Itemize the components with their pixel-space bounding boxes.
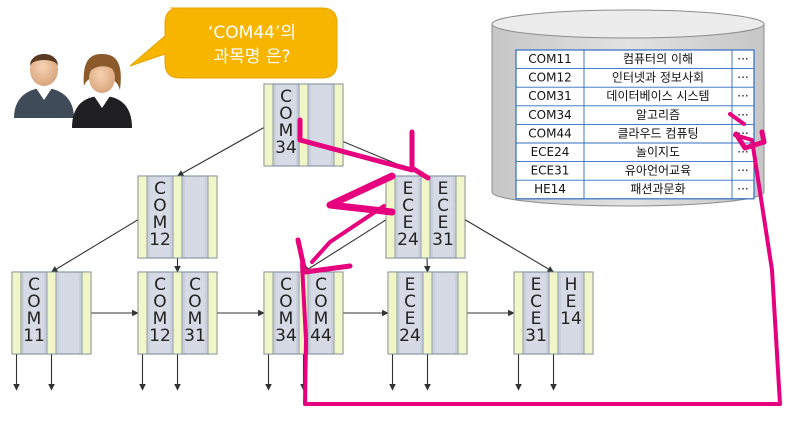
table-row: COM12 인터넷과 정보사회 ··· <box>516 68 754 85</box>
question-bubble: ‘COM44’의 과목명 은? <box>129 7 338 79</box>
table-cell-name: 데이터베이스 시스템 <box>606 89 709 103</box>
table-cell-code: ECE24 <box>531 145 570 159</box>
pointer-arrow <box>176 124 269 177</box>
table-row: ECE24 놀이지도 ··· <box>516 142 754 159</box>
table-cell-name: 인터넷과 정보사회 <box>612 71 704 85</box>
pointer-slot <box>207 271 218 355</box>
table-cell-name: 놀이지도 <box>636 145 680 159</box>
pointer-slot <box>207 175 218 259</box>
table-cell-name: 알고리즘 <box>636 108 680 122</box>
pointer-slot <box>548 271 559 355</box>
table-cell-name: 컴퓨터의 이해 <box>623 52 693 66</box>
pointer-slot <box>583 271 594 355</box>
question-line-1: ‘COM44’의 <box>208 23 296 43</box>
table-cell-code: COM11 <box>528 52 571 66</box>
pointer-arrow <box>460 216 555 273</box>
table-row: ECE31 유아언어교육 ··· <box>516 161 754 178</box>
table-cell-more: ··· <box>737 164 748 178</box>
table-row: COM44 클라우드 컴퓨팅 ··· <box>516 123 754 140</box>
pointer-slot <box>263 83 274 167</box>
table-cell-more: ··· <box>737 126 748 140</box>
table-cell-more: ··· <box>737 71 748 85</box>
pointer-slot <box>137 175 148 259</box>
pointer-slot <box>385 175 396 259</box>
table-cell-name: 패션과문화 <box>630 182 685 196</box>
table-cell-more: ··· <box>737 108 748 122</box>
table-cell-name: 유아언어교육 <box>625 164 691 178</box>
pointer-arrow <box>302 216 391 273</box>
course-table: COM11 컴퓨터의 이해 ··· COM12 인터넷과 정보사회 ··· COM31 데이터… <box>515 49 755 200</box>
pointer-slot <box>263 271 274 355</box>
pointer-slot <box>457 271 468 355</box>
table-cell-code: COM31 <box>528 89 571 103</box>
pointer-slot <box>11 271 22 355</box>
pointer-arrow <box>50 216 143 273</box>
pointer-slot <box>455 175 466 259</box>
pointer-slot <box>81 271 92 355</box>
question-line-2: 과목명 은? <box>214 47 291 67</box>
pointer-slot <box>46 271 57 355</box>
table-cell-code: ECE31 <box>531 164 570 178</box>
table-cell-code: COM34 <box>528 108 571 122</box>
table-row: COM34 알고리즘 ··· <box>516 105 754 122</box>
table-cell-code: COM44 <box>528 126 571 140</box>
table-cell-more: ··· <box>737 182 748 196</box>
table-cell-more: ··· <box>737 145 748 159</box>
pointer-slot <box>387 271 398 355</box>
pointer-slot <box>137 271 148 355</box>
users-icon <box>14 54 132 128</box>
table-cell-more: ··· <box>737 89 748 103</box>
pointer-slot <box>422 271 433 355</box>
pointer-slot <box>513 271 524 355</box>
pointer-slot <box>420 175 431 259</box>
pointer-slot <box>333 83 344 167</box>
table-row: COM11 컴퓨터의 이해 ··· <box>528 52 748 66</box>
pointer-slot <box>333 271 344 355</box>
table-cell-code: COM12 <box>528 71 571 85</box>
table-cell-name: 클라우드 컴퓨팅 <box>617 126 698 140</box>
search-path-highlight <box>295 112 782 406</box>
pointer-slot <box>172 271 183 355</box>
table-cell-more: ··· <box>737 52 748 66</box>
pointer-slot <box>172 175 183 259</box>
table-row: COM31 데이터베이스 시스템 ··· <box>516 86 754 103</box>
table-row: HE14 패션과문화 ··· <box>516 179 754 196</box>
table-cell-code: HE14 <box>534 182 566 196</box>
